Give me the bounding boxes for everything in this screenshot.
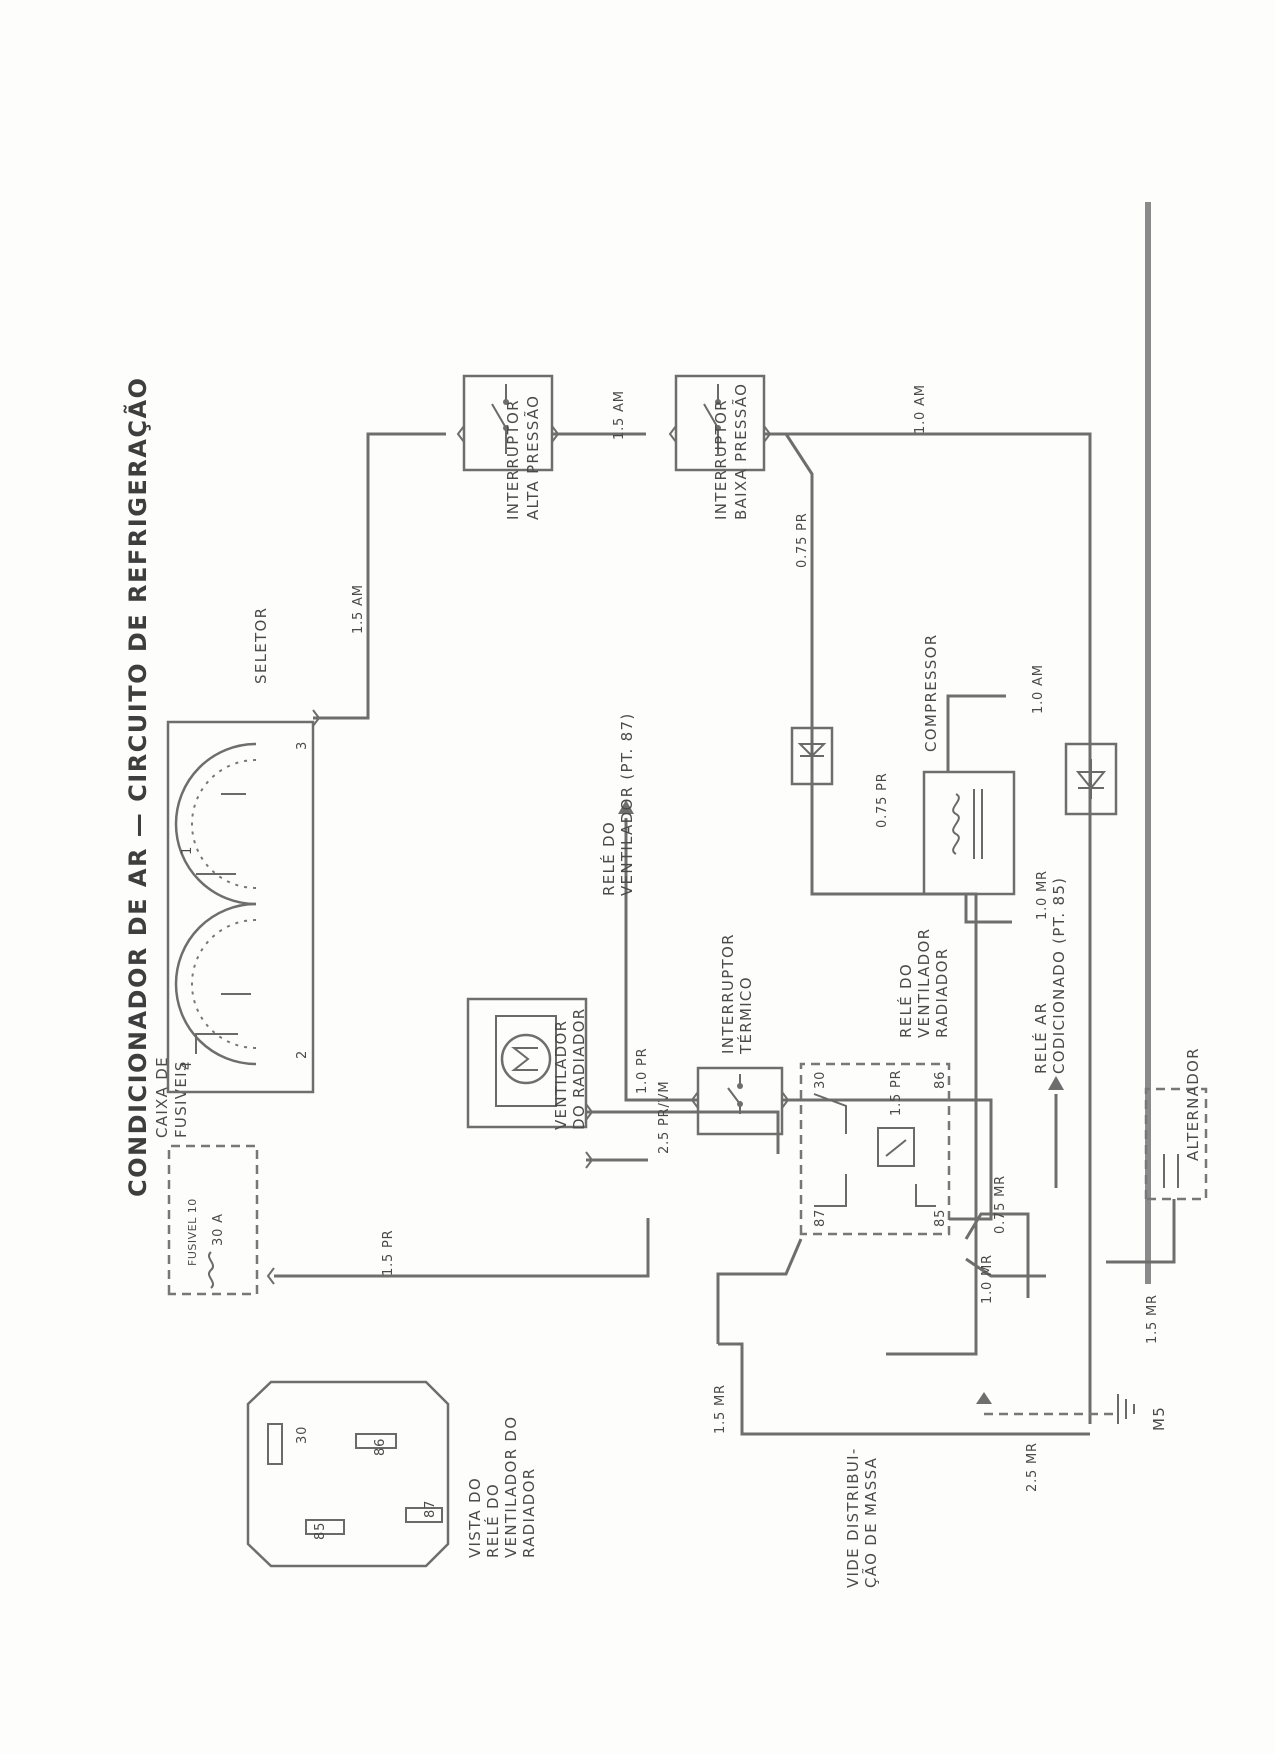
- label-thermal-right: 1.5 PR: [889, 1070, 904, 1116]
- ground-wire-label: 2.5 MR: [1025, 1442, 1040, 1492]
- diagram-title: CONDICIONADOR DE AR — CIRCUITO DE REFRIG…: [123, 377, 152, 1197]
- relay-view-caption-3: VENTILADOR DO: [502, 1416, 520, 1558]
- ref-ac-relay-1: RELÉ AR: [1031, 1002, 1050, 1074]
- relay-view: 30 85 86 87 VISTA DO RELÉ DO VENTILADOR …: [246, 1380, 538, 1568]
- wire-thermal-right: [782, 1098, 993, 1189]
- fuse-box-title-2: FUSIVEIS: [172, 1060, 190, 1138]
- label-relay87: 1.5 MR: [713, 1384, 728, 1434]
- fan-relay: 30 86 87 85 RELÉ DO VENTILADOR RADIADOR: [799, 928, 951, 1236]
- fan-relay-label-2: VENTILADOR: [915, 928, 933, 1038]
- label-compressor-top: 1.0 AM: [1031, 664, 1046, 714]
- selector-label: SELETOR: [252, 607, 270, 684]
- selector-pin-4: 4: [180, 1061, 195, 1070]
- wire-fuse-to-fan: [274, 1218, 650, 1278]
- fan-motor-icon: [500, 1033, 552, 1085]
- selector-pin-2: 2: [295, 1050, 310, 1059]
- wire-relay87-loop: [718, 1342, 1090, 1436]
- relay-view-caption-4: RADIADOR: [520, 1468, 538, 1559]
- diode-compressor: [1064, 742, 1118, 816]
- terminal-marks: [266, 425, 790, 1285]
- label-thermal-left: 1.0 PR: [635, 1048, 650, 1094]
- radiator-fan-label-2: DO RADIADOR: [570, 1007, 588, 1130]
- wire-relay-out: [964, 1212, 1030, 1298]
- selector-switch: SELETOR 4 2 1 3: [166, 607, 315, 1094]
- selector-pin-1: 1: [180, 846, 195, 855]
- ground-dist-1: VIDE DISTRIBUI-: [844, 1447, 862, 1588]
- wire-fan-to-relay30: [586, 1110, 780, 1162]
- label-selector-to-hp: 1.5 AM: [351, 584, 366, 634]
- fan-relay-pin-87: 87: [813, 1209, 828, 1227]
- selector-pin-3: 3: [295, 741, 310, 750]
- ground-point-label: M5: [1150, 1406, 1168, 1431]
- wire-relay87: [716, 1238, 803, 1344]
- compressor-label: COMPRESSOR: [922, 634, 940, 752]
- ground: 2.5 MR VIDE DISTRIBUI- ÇÃO DE MASSA M5: [844, 1392, 1168, 1588]
- relay-view-pin-86: 86: [373, 1438, 388, 1456]
- wire-relay85: [965, 1257, 1046, 1278]
- fan-relay-pin-30: 30: [813, 1071, 828, 1089]
- low-pressure-switch: INTERRUPTOR BAIXA PRESSÃO: [674, 374, 766, 520]
- ground-dist-2: ÇÃO DE MASSA: [861, 1457, 880, 1588]
- wire-lp-down: [784, 433, 814, 894]
- fan-relay-pin-85: 85: [933, 1209, 948, 1227]
- hp-switch-label-2: ALTA PRESSÃO: [523, 395, 542, 520]
- label-hp-to-lp: 1.5 AM: [612, 390, 627, 440]
- lp-switch-label-1: INTERRUPTOR: [712, 399, 730, 520]
- label-alternator: 1.5 MR: [1145, 1294, 1160, 1344]
- relay-view-caption-1: VISTA DO: [466, 1477, 484, 1558]
- fuse-rating: 30 A: [211, 1213, 226, 1246]
- wire-thermal-left: [624, 824, 698, 1102]
- label-diode-down: 0.75 PR: [875, 772, 890, 828]
- hp-switch-label-1: INTERRUPTOR: [504, 399, 522, 520]
- relay-view-pin-30: 30: [295, 1426, 310, 1444]
- fan-relay-pin-86: 86: [933, 1071, 948, 1089]
- label-lp-down: 0.75 PR: [795, 512, 810, 568]
- radiator-fan: VENTILADOR DO RADIADOR: [466, 997, 588, 1130]
- thermal-switch: INTERRUPTOR TÉRMICO: [696, 933, 784, 1136]
- lp-switch-label-2: BAIXA PRESSÃO: [731, 383, 750, 520]
- thermal-switch-label-1: INTERRUPTOR: [719, 933, 737, 1054]
- relay-view-pin-85: 85: [313, 1522, 328, 1540]
- fuse-box-title-1: CAIXA DE: [153, 1056, 171, 1138]
- ref-fan-relay-1: RELÉ DO: [599, 821, 618, 896]
- wire-compressor-bottom: [964, 894, 1012, 924]
- fuse-box: CAIXA DE FUSIVEIS FUSIVEL 10 30 A: [153, 1056, 259, 1296]
- compressor: COMPRESSOR: [922, 634, 1016, 896]
- label-lp-right: 1.0 AM: [913, 384, 928, 434]
- label-fuse-to-fan: 1.5 PR: [381, 1230, 396, 1276]
- wire-selector-to-hp: [313, 432, 446, 720]
- fuse-icon: [208, 1251, 214, 1289]
- wire-relay86: [949, 1189, 993, 1221]
- label-fan-to-relay30: 2.5 PR/VM: [657, 1081, 672, 1154]
- label-relay85: 1.0 MR: [980, 1254, 995, 1304]
- wire-lp-right: [764, 432, 1092, 1424]
- ref-fan-relay-2: VENTILADOR (PT. 87): [618, 712, 636, 896]
- thermal-switch-label-2: TÉRMICO: [736, 976, 755, 1055]
- fan-relay-label-3: RADIADOR: [933, 948, 951, 1039]
- wire-alternator: [1106, 1199, 1176, 1264]
- relay-view-pin-87: 87: [423, 1500, 438, 1518]
- high-pressure-switch: INTERRUPTOR ALTA PRESSÃO: [462, 374, 554, 520]
- label-relay86: 0.75 MR: [993, 1175, 1008, 1234]
- ref-ac-relay-2: CODICIONADO (PT. 85): [1050, 877, 1068, 1074]
- label-compressor-bottom: 1.0 MR: [1035, 870, 1050, 920]
- radiator-fan-label-1: VENTILADOR: [552, 1020, 570, 1130]
- alternator: ALTERNADOR: [1144, 1047, 1208, 1201]
- refrigeration-circuit-diagram: CONDICIONADOR DE AR — CIRCUITO DE REFRIG…: [123, 202, 1208, 1588]
- wire-compressor-top: [946, 694, 1006, 772]
- fuse-name: FUSIVEL 10: [186, 1198, 199, 1266]
- fan-relay-label-1: RELÉ DO: [896, 963, 915, 1038]
- relay-view-caption-2: RELÉ DO: [483, 1483, 502, 1558]
- alternator-label: ALTERNADOR: [1184, 1047, 1202, 1161]
